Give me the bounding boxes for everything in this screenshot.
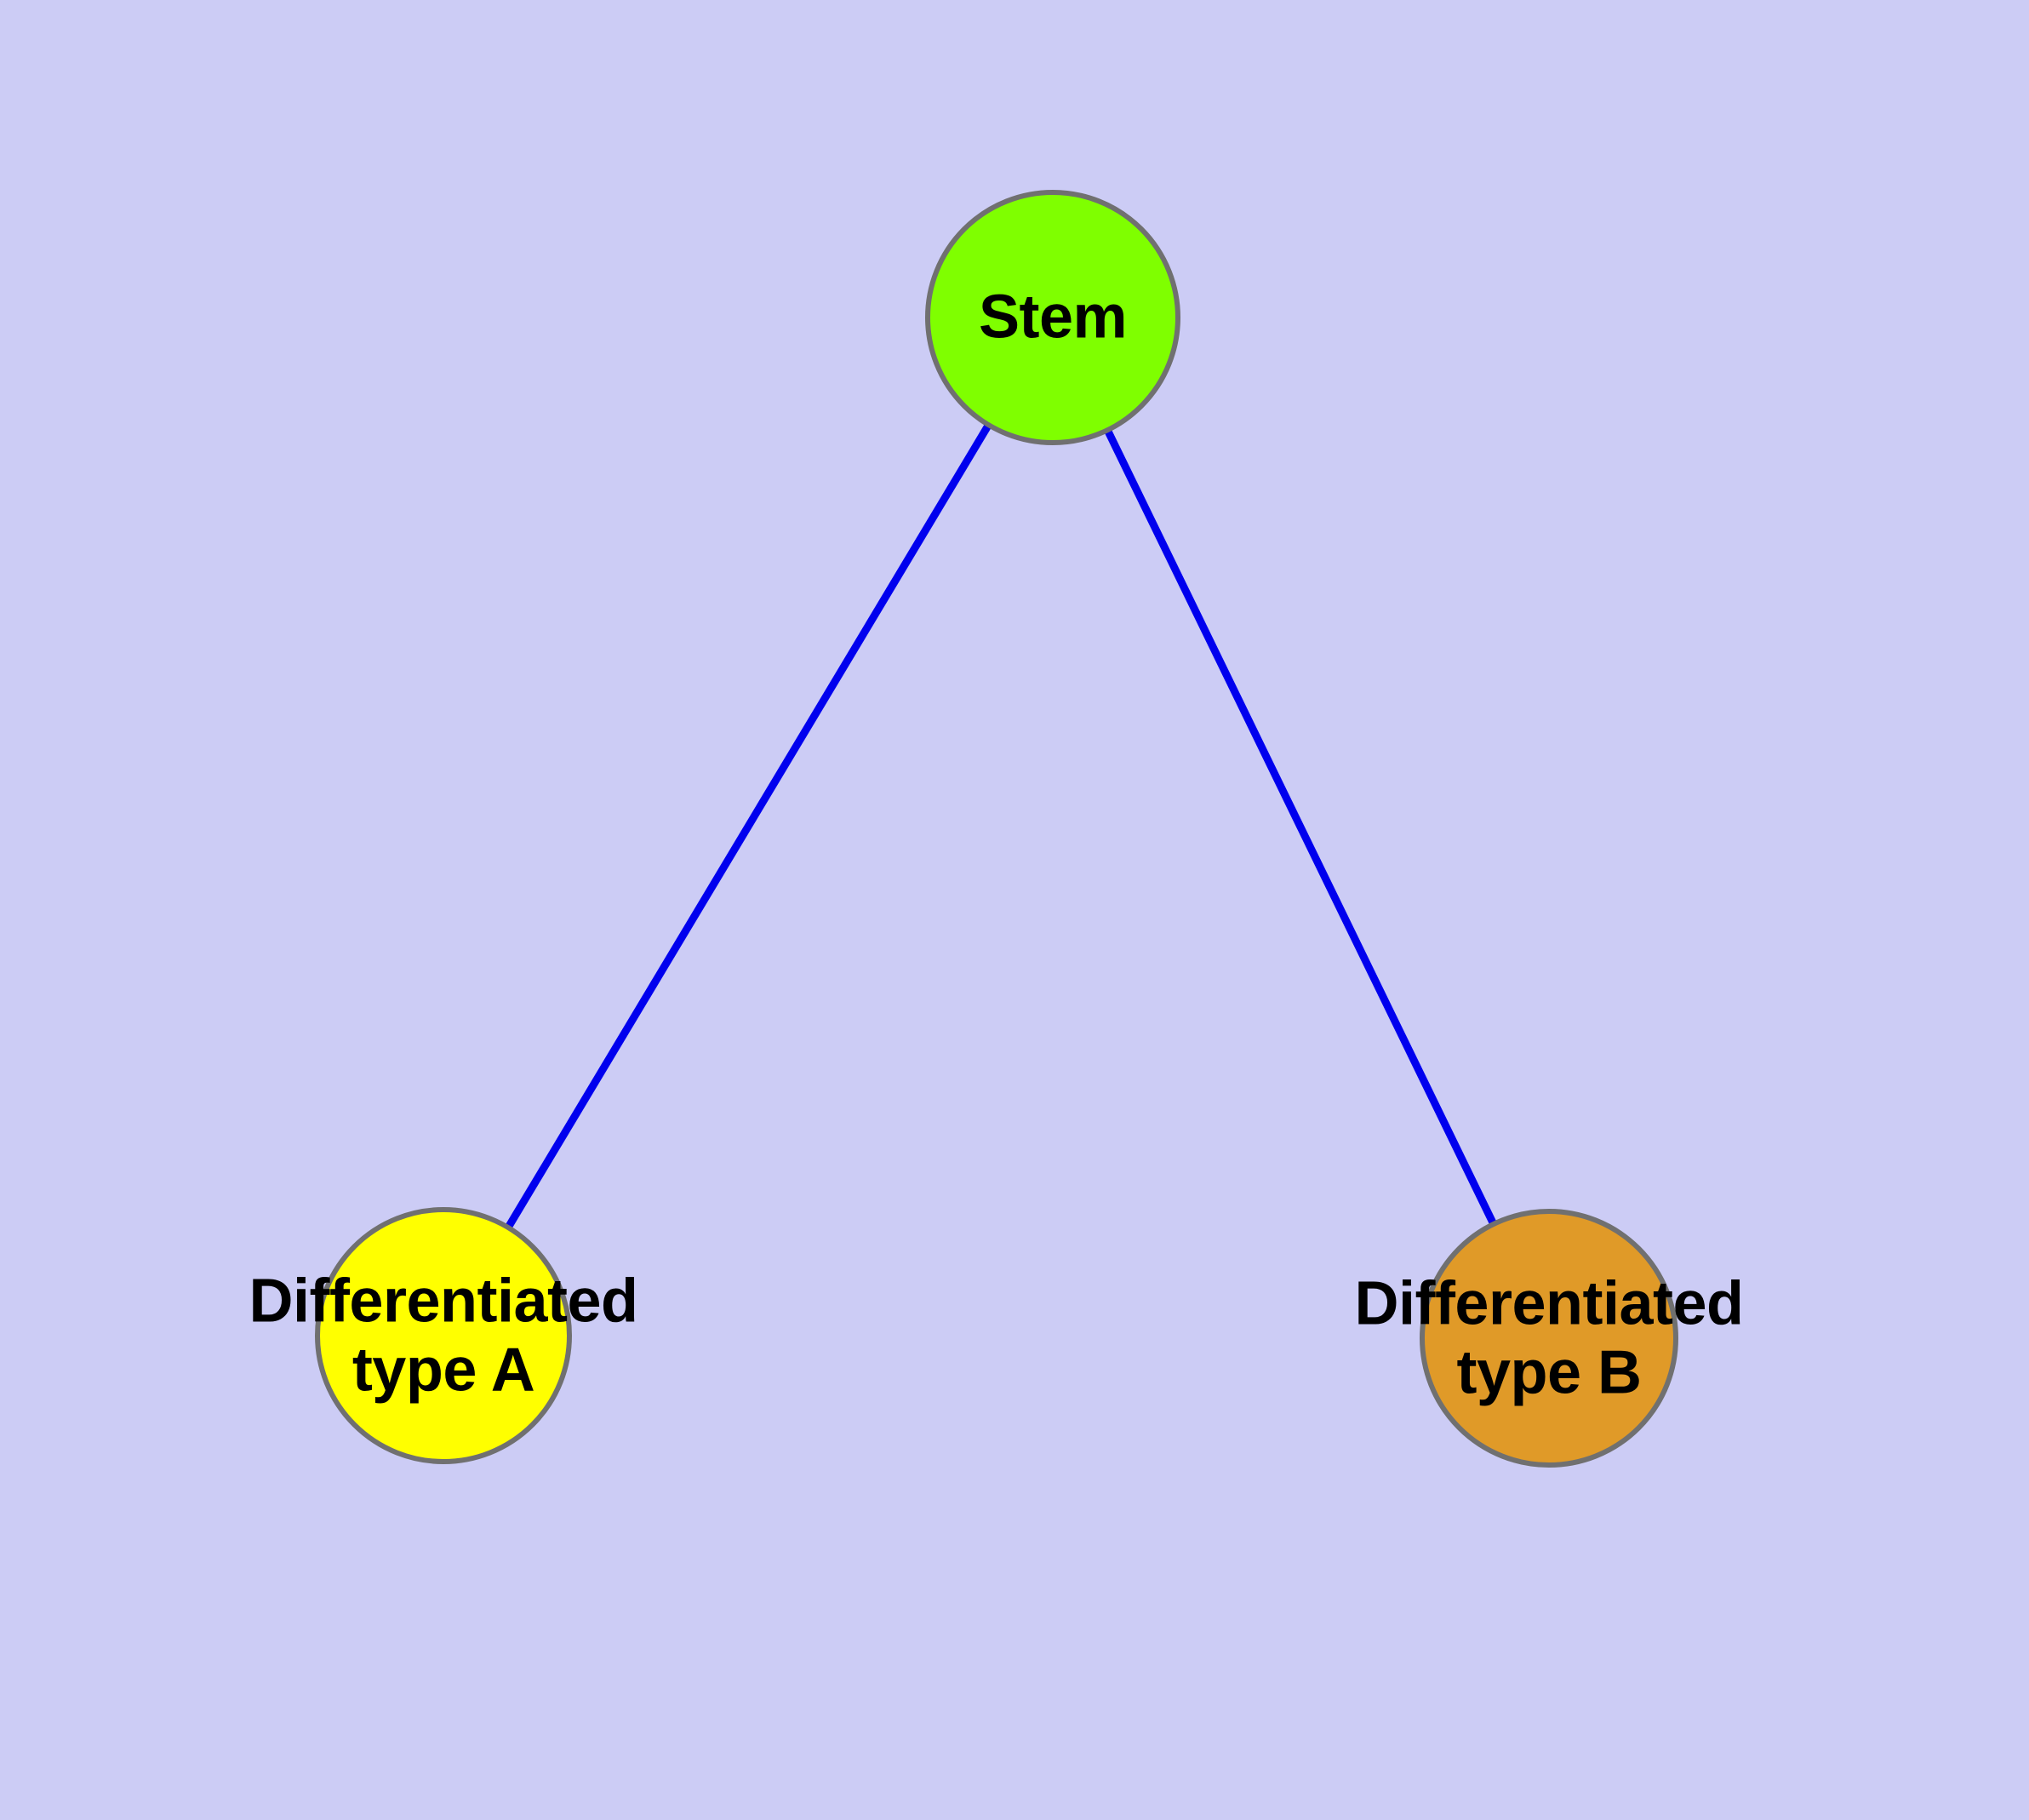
edge-stem-diff-b[interactable] bbox=[1105, 430, 1497, 1225]
node-circle-diff-b[interactable] bbox=[1420, 1209, 1678, 1468]
edges-layer bbox=[506, 424, 1497, 1228]
node-circle-stem[interactable] bbox=[925, 190, 1180, 445]
node-circle-diff-a[interactable] bbox=[315, 1207, 572, 1464]
edge-stem-diff-a[interactable] bbox=[506, 424, 992, 1228]
nodes-layer bbox=[315, 190, 1678, 1468]
